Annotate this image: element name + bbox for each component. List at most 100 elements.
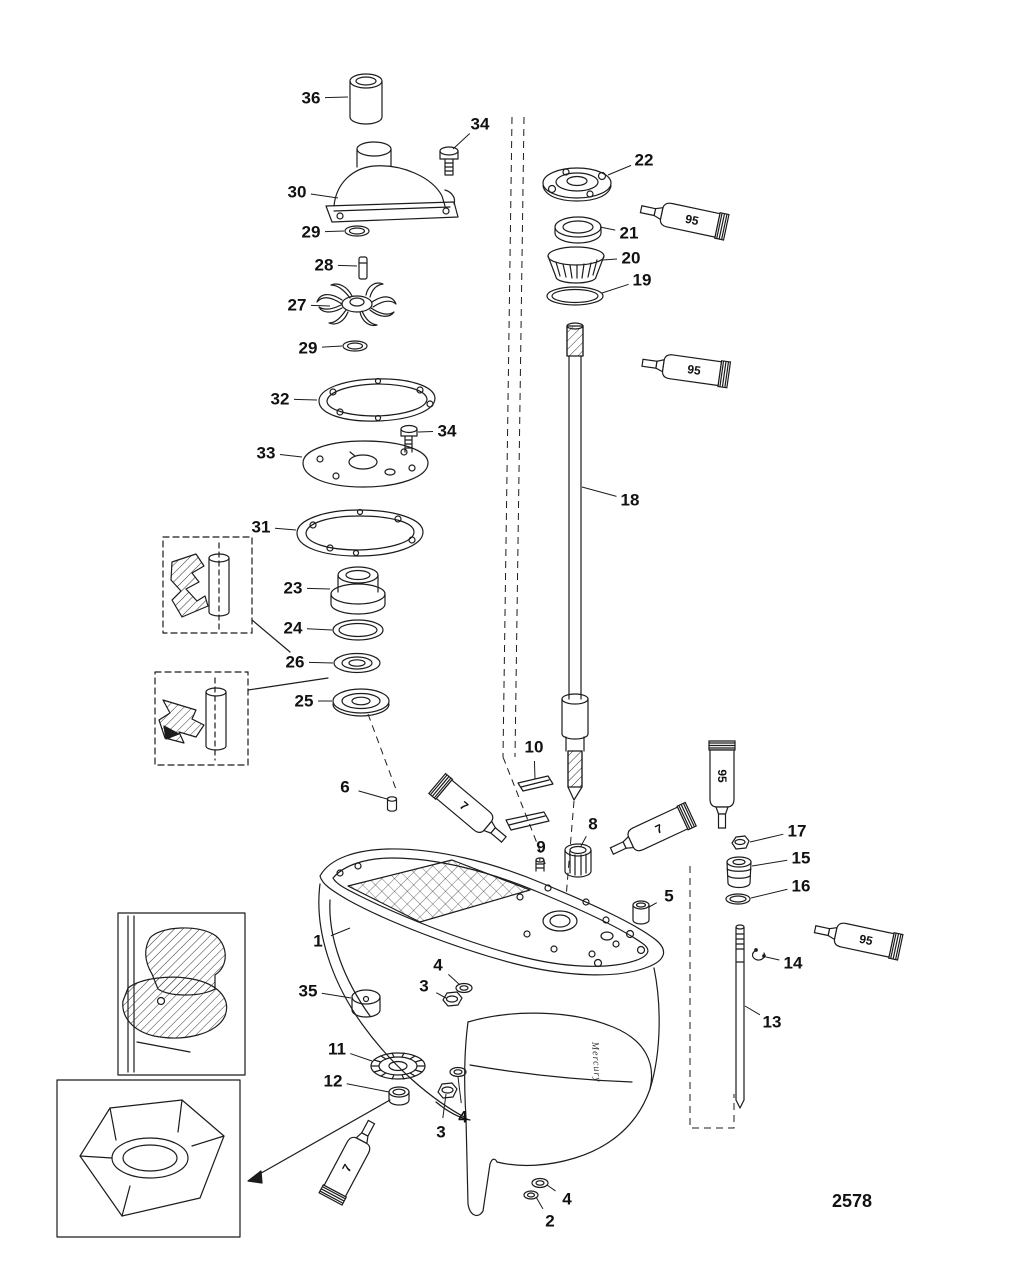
leader-line-8 [580, 836, 587, 847]
leader-line-5 [648, 902, 657, 908]
part-20-tapered-bearing [547, 246, 605, 284]
part-16-oring [725, 893, 751, 905]
leader-line-29 [321, 345, 343, 348]
leader-line-24 [306, 628, 333, 631]
part-10-key [517, 775, 554, 792]
callout-8: 8 [588, 815, 597, 834]
callout-4: 4 [433, 956, 443, 975]
gearcase-brand-text: Mercury [589, 1040, 603, 1083]
part-27-impeller [316, 282, 397, 327]
leader-line-20 [602, 258, 618, 261]
callout-5: 5 [664, 887, 673, 906]
part-12-nut [388, 1086, 410, 1106]
part-5-sleeve [632, 900, 650, 925]
leader-line-22 [607, 164, 632, 176]
part-31-gasket [296, 508, 424, 557]
part-4-washer-c [531, 1177, 549, 1189]
part-24-oring [332, 619, 384, 641]
leader-line-17 [749, 833, 784, 843]
part-34-bolt-lower [400, 424, 418, 453]
callout-36: 36 [302, 89, 321, 108]
callout-14: 14 [784, 954, 803, 973]
leader-line-12 [346, 1083, 390, 1093]
callout-19: 19 [633, 271, 652, 290]
part-29-oring-upper [344, 225, 370, 237]
leader-line-13 [744, 1005, 761, 1016]
figure-number: 2578 [832, 1191, 872, 1211]
part-34-bolt-top [439, 146, 459, 176]
sealant-tube-7: 7 [427, 772, 507, 843]
inset-detail-anode-mount [117, 912, 246, 1076]
callout-2: 2 [545, 1212, 554, 1231]
part-25-oil-seal [332, 688, 390, 717]
callout-17: 17 [788, 822, 807, 841]
part-3-nut-a [442, 991, 463, 1007]
leader-line-10 [533, 760, 536, 780]
callout-29: 29 [299, 339, 318, 358]
leader-line-31 [274, 527, 297, 531]
part-6-dowel-pin [386, 796, 398, 812]
callout-29: 29 [302, 223, 321, 242]
inset-detail-nut [56, 1079, 241, 1238]
callout-33: 33 [257, 444, 276, 463]
part-36-water-tube-guide [349, 73, 383, 125]
leader-line-15 [751, 859, 788, 867]
leader-line-35 [321, 992, 352, 999]
leader-line-19 [601, 283, 629, 294]
leader-line-14 [765, 956, 780, 961]
part-15-bushing [726, 856, 752, 889]
inset-detail-seal-lower [154, 671, 329, 766]
part-29-oring-lower [342, 340, 368, 352]
callout-1: 1 [313, 932, 322, 951]
part-26-oil-seal [333, 652, 381, 674]
leader-line-34 [452, 133, 471, 150]
sealant-tube-95: 95 [641, 354, 732, 389]
callout-15: 15 [792, 849, 811, 868]
leader-line-21 [599, 226, 616, 231]
leader-line-1 [330, 927, 351, 937]
leader-line-3 [436, 992, 447, 999]
callout-28: 28 [315, 256, 334, 275]
callout-4: 4 [458, 1108, 468, 1127]
callout-31: 31 [252, 518, 271, 537]
leader-line-6 [358, 790, 388, 800]
part-8-splined-sleeve [564, 843, 592, 878]
sealant-tube-95: 95 [639, 202, 730, 241]
leader-line-4 [448, 974, 461, 986]
part-4-washer-a [455, 982, 473, 994]
part-28-impeller-key [358, 256, 368, 280]
callout-25: 25 [295, 692, 314, 711]
callout-3: 3 [419, 977, 428, 996]
detail-arrow [247, 1099, 391, 1184]
leader-line-3 [442, 1093, 447, 1119]
callout-13: 13 [763, 1013, 782, 1032]
part-1-gearcase-housing: Mercury [318, 848, 665, 1217]
sealant-tube-95: 95 [708, 740, 736, 829]
callout-11: 11 [328, 1040, 346, 1059]
callout-22: 22 [635, 151, 654, 170]
leader-line-4 [546, 1184, 556, 1192]
sealant-tube-95: 95 [813, 922, 904, 961]
callout-27: 27 [288, 296, 307, 315]
part-32-gasket [318, 377, 436, 422]
leader-line-26 [308, 661, 334, 664]
callout-30: 30 [288, 183, 307, 202]
svg-text:95: 95 [858, 932, 874, 949]
leader-line-32 [293, 398, 318, 401]
inset-detail-seal-upper [162, 536, 291, 653]
callout-34: 34 [438, 422, 457, 441]
part-17-nut [731, 835, 750, 850]
leader-line-16 [750, 888, 788, 899]
leader-line-18 [581, 486, 617, 497]
part-19-oring [546, 286, 604, 306]
callout-32: 32 [271, 390, 290, 409]
part-14-clip [751, 948, 766, 961]
leader-line-11 [350, 1053, 373, 1062]
leader-line-23 [306, 587, 331, 590]
callout-9: 9 [536, 838, 545, 857]
callout-20: 20 [622, 249, 641, 268]
leader-line-30 [310, 193, 339, 199]
leader-line-2 [535, 1196, 544, 1210]
